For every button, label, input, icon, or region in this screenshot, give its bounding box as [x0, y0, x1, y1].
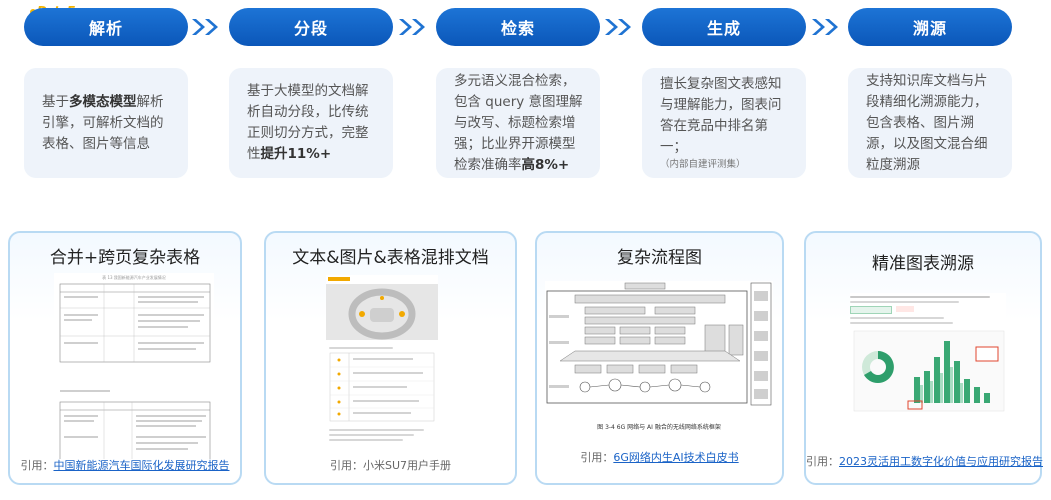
citation-link[interactable]: 2023灵活用工数字化价值与应用研究报告	[839, 455, 1043, 468]
step-segment-desc: 基于大模型的文档解析自动分段，比传统正则切分方式，完整性提升11%+	[229, 68, 393, 178]
step-generate: 生成 擅长复杂图文表感知与理解能力，图表问答在竞品中排名第一； （内部自建评测集…	[642, 8, 806, 178]
chevron-arrow-icon	[810, 17, 842, 37]
manual-table-thumbnail	[326, 340, 438, 447]
card-complex-flowchart: 复杂流程图	[535, 231, 784, 485]
step-retrieve-desc: 多元语义混合检索，包含 query 意图理解与改写、标题检索增强；比业界开源模型…	[436, 68, 600, 178]
step-segment: 分段 基于大模型的文档解析自动分段，比传统正则切分方式，完整性提升11%+	[229, 8, 393, 178]
table-document-thumbnail: 表 13 我国新能源汽车产业发展情况	[54, 273, 214, 459]
table-thumbnail	[59, 283, 211, 363]
citation: 引用：小米SU7用户手册	[329, 459, 452, 472]
card-title: 文本&图片&表格混排文档	[292, 248, 489, 268]
card-title: 精准图表溯源	[872, 254, 974, 274]
citation-link[interactable]: 小米SU7用户手册	[362, 459, 452, 472]
citation-link[interactable]: 中国新能源汽车国际化发展研究报告	[53, 459, 230, 472]
card-complex-table: 合并+跨页复杂表格 表 13 我国新能源汽车产业发展情况	[8, 231, 242, 485]
card-chart-tracing: 精准图表溯源 引用：2023灵活用工数字化价值与应用研究报告	[804, 231, 1043, 485]
step-retrieve: 检索 多元语义混合检索，包含 query 意图理解与改写、标题检索增强；比业界开…	[436, 8, 600, 178]
chart-thumbnail	[853, 330, 1005, 412]
step-trace-desc: 支持知识库文档与片段精细化溯源能力，包含表格、图片溯源，以及图文混合细粒度溯源	[848, 68, 1012, 178]
citation: 引用：6G网络内生AI技术白皮书	[580, 451, 739, 464]
step-trace: 溯源 支持知识库文档与片段精细化溯源能力，包含表格、图片溯源，以及图文混合细粒度…	[848, 8, 1012, 178]
chevron-arrow-icon	[603, 17, 635, 37]
manual-page-thumbnail	[326, 275, 438, 447]
flowchart-thumbnail: 图 3-4 6G 网络与 AI 融合的无线网络系统框架	[545, 281, 773, 431]
chevron-arrow-icon	[190, 17, 222, 37]
step-segment-pill: 分段	[229, 8, 393, 46]
figure-caption: 图 3-4 6G 网络与 AI 融合的无线网络系统框架	[597, 424, 721, 431]
chevron-arrow-icon	[397, 17, 429, 37]
step-trace-pill: 溯源	[848, 8, 1012, 46]
chart-tracing-screenshot	[850, 293, 1006, 433]
step-parse-desc: 基于多模态模型解析引擎，可解析文档的表格、图片等信息	[24, 68, 188, 178]
doc-heading: 表 13 我国新能源汽车产业发展情况	[102, 275, 166, 280]
step-parse-pill: 解析	[24, 8, 188, 46]
card-title: 合并+跨页复杂表格	[49, 248, 201, 268]
step-generate-desc: 擅长复杂图文表感知与理解能力，图表问答在竞品中排名第一； （内部自建评测集）	[642, 68, 806, 178]
pipeline: 解析 基于多模态模型解析引擎，可解析文档的表格、图片等信息 分段 基于大模型的文…	[0, 0, 1051, 200]
card-title: 复杂流程图	[617, 248, 702, 268]
step-retrieve-pill: 检索	[436, 8, 600, 46]
citation: 引用：2023灵活用工数字化价值与应用研究报告	[806, 455, 1043, 468]
step-parse: 解析 基于多模态模型解析引擎，可解析文档的表格、图片等信息	[24, 8, 188, 178]
steering-wheel-image	[326, 284, 438, 340]
step-generate-pill: 生成	[642, 8, 806, 46]
table-continued-thumbnail	[59, 390, 211, 459]
citation: 引用：中国新能源汽车国际化发展研究报告	[20, 459, 230, 472]
citation-link[interactable]: 6G网络内生AI技术白皮书	[613, 451, 739, 464]
card-mixed-document: 文本&图片&表格混排文档 引用：小米SU7用户手册	[264, 231, 517, 485]
